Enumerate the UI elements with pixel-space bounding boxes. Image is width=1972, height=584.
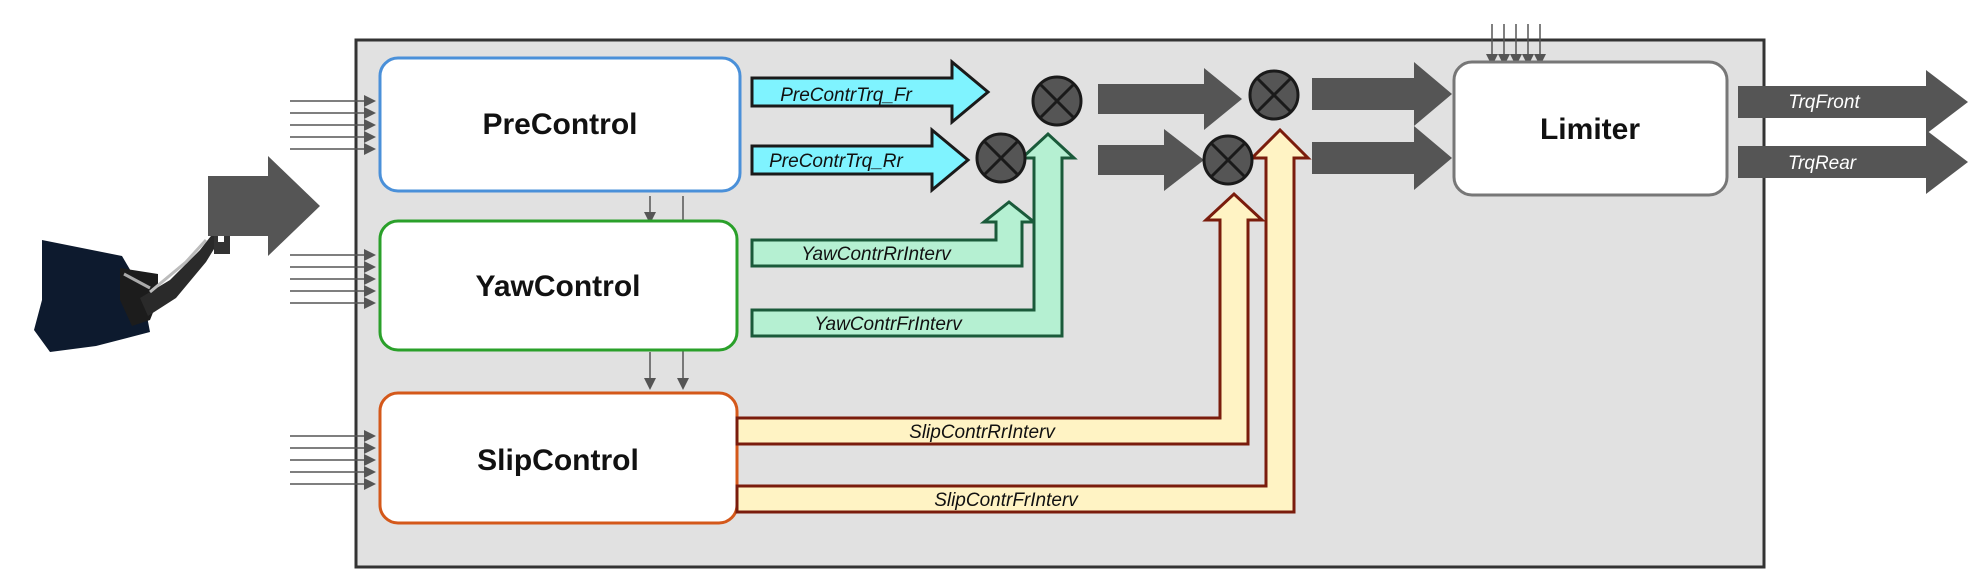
limiter-label: Limiter [1540,113,1640,146]
trq-rear-label: TrqRear [1788,153,1857,174]
junction-rear-to-limiter-arrow [1312,126,1452,190]
circle-cross-icon [1031,75,1083,127]
slip-fr-arrow: SlipContrFrInterv [735,127,1312,514]
yaw-rr-label: YawContrRrInterv [801,244,952,265]
junction-front-connector-arrow [1098,68,1242,130]
precontr-rr-label: PreContrTrq_Rr [769,151,903,172]
foot-pedal-icon [34,226,230,352]
driver-input-arrow [208,156,320,256]
trq-front-label: TrqFront [1788,92,1860,113]
precontrol-block: PreControl [378,56,742,193]
circle-cross-icon [1202,134,1254,186]
circle-cross-icon [975,132,1027,184]
precontr-fr-label: PreContrTrq_Fr [780,85,912,106]
junction-rear-connector-arrow [1098,129,1204,191]
yawcontrol-inputs [290,249,376,309]
junction-front-to-limiter-arrow [1312,62,1452,126]
yawcontrol-label: YawControl [475,270,640,303]
slip-rr-label: SlipContrRrInterv [909,422,1056,443]
yaw-fr-arrow: YawContrFrInterv [750,131,1078,338]
circle-cross-icon [1248,69,1300,121]
slip-fr-label: SlipContrFrInterv [934,490,1079,511]
slip-rr-arrow: SlipContrRrInterv [735,191,1266,446]
precontrol-label: PreControl [482,108,637,141]
precontr-rr-arrow: PreContrTrq_Rr [750,126,971,194]
limiter-block: Limiter [1452,60,1729,197]
precontr-fr-arrow: PreContrTrq_Fr [750,58,991,126]
limiter-inputs [1486,24,1546,66]
slipcontrol-label: SlipControl [477,444,639,477]
yawcontrol-block: YawControl [378,219,739,352]
trq-rear-output-arrow: TrqRear [1738,130,1968,194]
precontrol-inputs [290,95,376,155]
yaw-fr-label: YawContrFrInterv [814,314,963,335]
slipcontrol-block: SlipControl [378,391,739,525]
slipcontrol-inputs [290,430,376,490]
trq-front-output-arrow: TrqFront [1738,70,1968,134]
yaw-rr-arrow: YawContrRrInterv [750,200,1039,268]
